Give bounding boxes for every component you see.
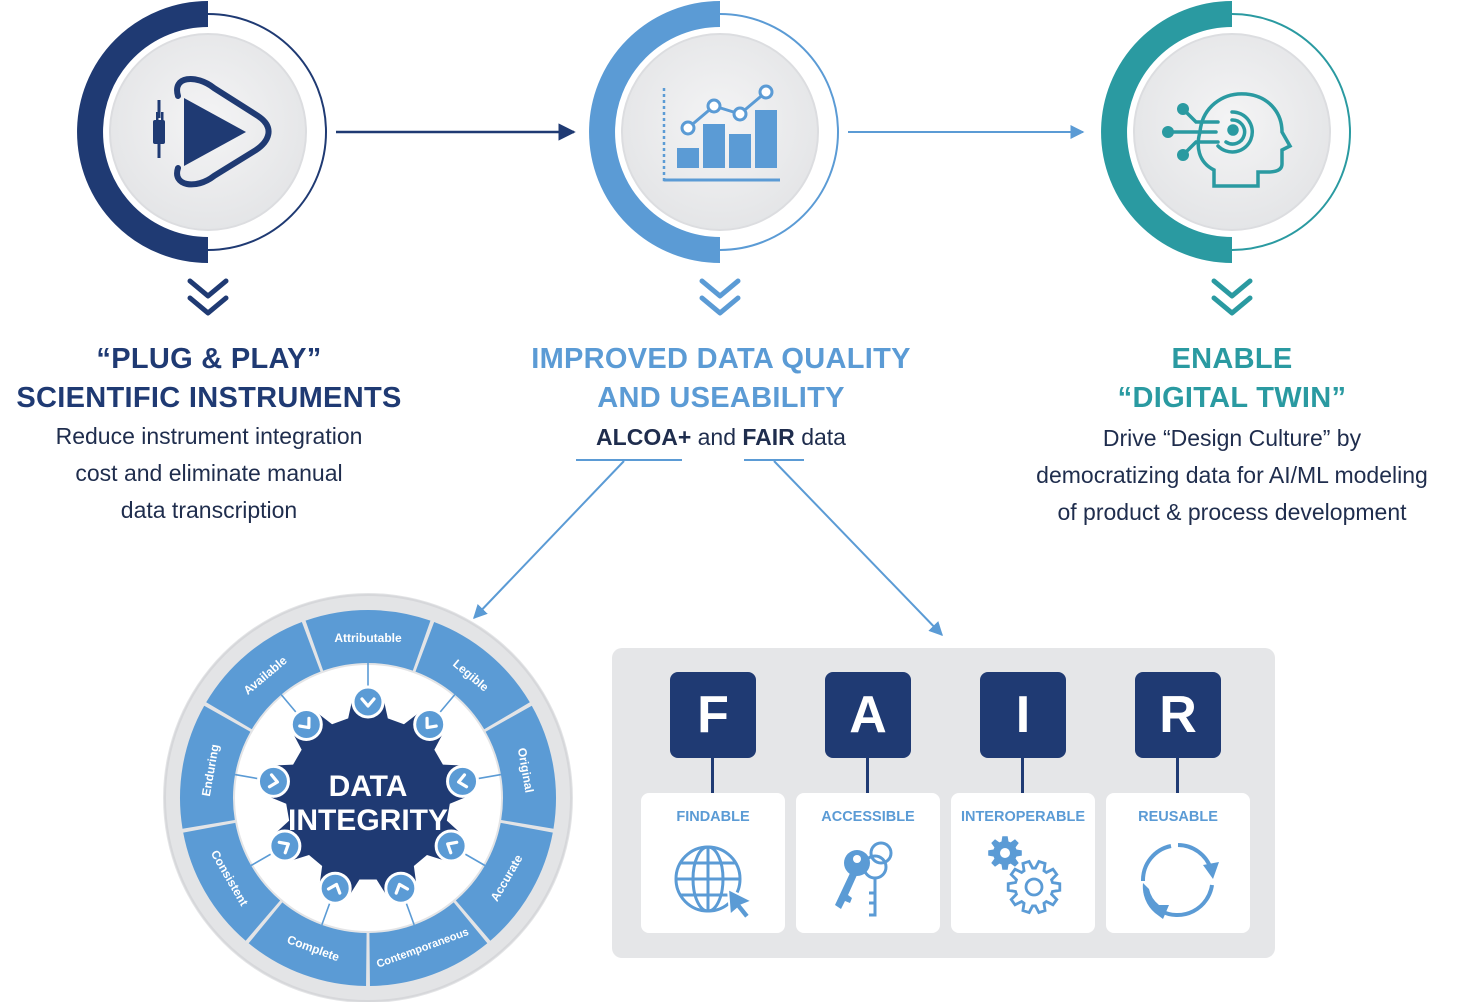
plug-play-icon (153, 75, 272, 188)
chevron-badge (318, 871, 352, 905)
fair-letter-a: A (825, 672, 911, 758)
fair-card-label: INTEROPERABLE (960, 809, 1086, 825)
globe-cursor-icon (674, 845, 755, 921)
double-chevron-icon (187, 278, 229, 316)
and-label: and (697, 424, 737, 450)
wheel-segment-label: Attributable (334, 631, 402, 645)
chevron-badge (351, 685, 385, 719)
fair-label: FAIR (742, 424, 795, 450)
plug-play-heading: “PLUG & PLAY” SCIENTIFIC INSTRUMENTS (0, 340, 418, 418)
chevron-badge (268, 829, 302, 863)
gear-shape (268, 699, 468, 897)
chevron-badge (434, 829, 468, 863)
heading-line: AND USEABILITY (597, 382, 845, 414)
double-chevron-icon (1211, 278, 1253, 316)
chevron-icon (457, 773, 469, 789)
plug-play-circle (77, 1, 327, 263)
heading-line: IMPROVED DATA QUALITY (531, 343, 911, 375)
heading-line: “DIGITAL TWIN” (1117, 382, 1347, 414)
chevron-icon (267, 773, 279, 789)
subtitle-line: Reduce instrument integration (55, 423, 363, 449)
chevron-icon (360, 697, 376, 708)
data-quality-circle (589, 1, 839, 263)
digital-twin-circle (1101, 1, 1351, 263)
chevron-icon (425, 716, 438, 730)
fair-connector (711, 758, 714, 793)
keys-icon (835, 841, 893, 917)
chevron-badge (289, 707, 323, 741)
chevron-icon (394, 882, 410, 895)
subtitle-line: Drive “Design Culture” by (1102, 425, 1362, 451)
fair-connector (1021, 758, 1024, 793)
data-integrity-title-2: INTEGRITY (288, 804, 448, 837)
fair-card-reusable: REUSABLE (1106, 793, 1250, 933)
fair-card-label: REUSABLE (1138, 809, 1218, 825)
subtitle-line: data transcription (120, 497, 298, 523)
chevron-icon (277, 840, 290, 855)
fair-card-label: FINDABLE (676, 809, 750, 825)
arrow-to-data-integrity (473, 460, 625, 620)
double-chevron-icon (699, 278, 741, 316)
fair-card-interoperable: INTEROPERABLE (951, 793, 1095, 933)
heading-line: SCIENTIFIC INSTRUMENTS (16, 382, 402, 414)
wheel-segment (248, 902, 367, 986)
subtitle-line: cost and eliminate manual (75, 460, 343, 486)
data-integrity-title-1: DATA (329, 770, 408, 803)
fair-letter-r: R (1135, 672, 1221, 758)
data-quality-heading: IMPROVED DATA QUALITY AND USEABILITY (470, 340, 972, 418)
subtitle-line: of product & process development (1057, 499, 1407, 525)
chevron-icon (326, 882, 342, 895)
data-quality-subtitle: ALCOA+ and FAIR data (470, 419, 972, 456)
bar-chart-icon (662, 84, 780, 182)
wheel-segment (369, 902, 488, 986)
wheel-segment (179, 705, 251, 829)
wheel-segment (305, 609, 431, 671)
fair-connector (1176, 758, 1179, 793)
digital-twin-subtitle: Drive “Design Culture” by democratizing … (1000, 420, 1464, 531)
ai-head-icon (1162, 92, 1293, 188)
wheel-segment (206, 622, 321, 730)
fair-card-findable: FINDABLE (641, 793, 785, 933)
chevron-badge (256, 764, 290, 798)
fair-connector (866, 758, 869, 793)
fair-card-label: ACCESSIBLE (821, 809, 915, 825)
heading-line: “PLUG & PLAY” (96, 343, 322, 375)
alcoa-label: ALCOA+ (596, 424, 692, 450)
chevron-badge (446, 764, 480, 798)
arrow-to-fair (773, 460, 943, 637)
data-label: data (801, 424, 846, 450)
cycle-arrows-icon (1140, 843, 1219, 919)
chevron-icon (446, 840, 459, 855)
data-integrity-wheel: AttributableLegibleOriginalAccurateConte… (163, 593, 573, 1002)
fair-card-accessible: ACCESSIBLE (796, 793, 940, 933)
subtitle-line: democratizing data for AI/ML modeling (1036, 462, 1428, 488)
fair-letter-i: I (980, 672, 1066, 758)
fair-letter-f: F (670, 672, 756, 758)
heading-line: ENABLE (1171, 343, 1293, 375)
gears-icon (988, 836, 1062, 915)
wheel-segment (183, 822, 281, 941)
wheel-segment (485, 705, 556, 829)
chevron-icon (298, 716, 311, 730)
chevron-badge (384, 871, 418, 905)
wheel-segment (415, 622, 530, 730)
wheel-segment (455, 822, 553, 941)
plug-play-subtitle: Reduce instrument integration cost and e… (0, 418, 418, 529)
chevron-badge (413, 707, 447, 741)
digital-twin-heading: ENABLE “DIGITAL TWIN” (1000, 340, 1464, 418)
